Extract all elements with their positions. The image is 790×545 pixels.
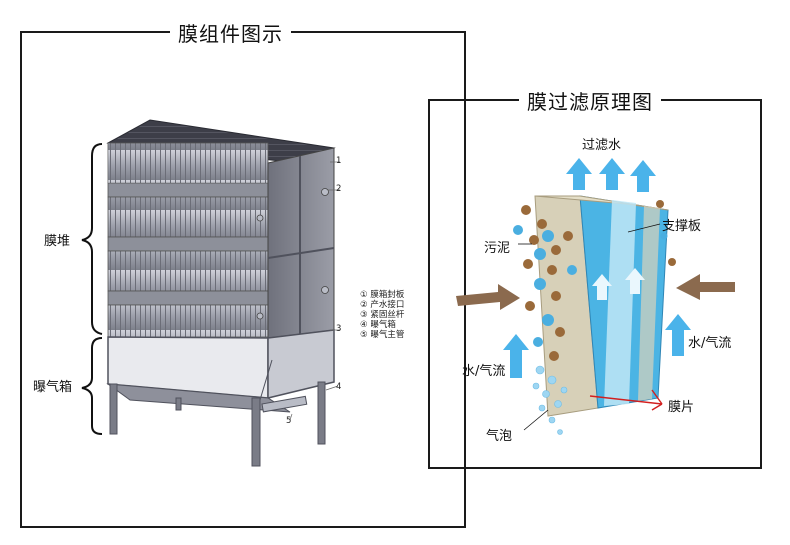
sludge-particles xyxy=(513,200,676,361)
legend-text: 膜箱封板 xyxy=(370,290,405,300)
inflow-arrow-right xyxy=(676,274,735,300)
inflow-arrow-left xyxy=(456,284,520,310)
legend-text: 产水接口 xyxy=(370,300,405,310)
callout-number: 1 xyxy=(336,156,342,166)
legend-text: 紧固丝杆 xyxy=(370,310,405,320)
support-plate xyxy=(604,200,636,406)
filtration-diagram-title: 膜过滤原理图 xyxy=(519,86,661,115)
air-bubbles xyxy=(532,365,568,435)
brace-membrane-stack xyxy=(81,143,103,335)
callout-number: 4 xyxy=(336,382,342,392)
frame-legs xyxy=(109,359,326,467)
label-water-gas-left: 水/气流 xyxy=(462,364,506,379)
legend-item: ④ 曝气箱 xyxy=(360,318,396,330)
callout-number: 3 xyxy=(336,324,342,334)
legend-number: ③ xyxy=(360,310,368,320)
legend-number: ④ xyxy=(360,320,368,330)
brace-label-aeration-box: 曝气箱 xyxy=(33,380,73,395)
label-bubbles: 气泡 xyxy=(486,429,513,444)
callout-number: 2 xyxy=(336,184,342,194)
legend-text: 曝气箱 xyxy=(370,320,396,330)
legend-item: ① 膜箱封板 xyxy=(360,288,404,300)
label-sludge: 污泥 xyxy=(484,241,511,256)
filtration-diagram-frame xyxy=(428,99,762,469)
label-support-plate: 支撑板 xyxy=(662,219,702,234)
brace-label-membrane-stack: 膜堆 xyxy=(44,234,71,249)
legend-number: ⑤ xyxy=(360,330,368,340)
module-diagram-title: 膜组件图示 xyxy=(170,18,291,47)
label-water-gas-right: 水/气流 xyxy=(688,336,732,351)
flow-arrows-up xyxy=(503,158,691,378)
label-filtered-water: 过滤水 xyxy=(582,138,622,153)
legend-item: ⑤ 曝气主管 xyxy=(360,328,404,340)
legend-number: ② xyxy=(360,300,368,310)
membrane-stack xyxy=(107,142,269,338)
legend-text: 曝气主管 xyxy=(370,330,405,340)
legend-item: ② 产水接口 xyxy=(360,298,404,310)
legend-number: ① xyxy=(360,290,368,300)
aeration-main-pipe xyxy=(261,395,308,413)
legend-item: ③ 紧固丝杆 xyxy=(360,308,404,320)
brace-aeration-box xyxy=(81,337,103,435)
callout-number: 5 xyxy=(286,416,292,426)
label-membrane: 膜片 xyxy=(668,400,695,415)
